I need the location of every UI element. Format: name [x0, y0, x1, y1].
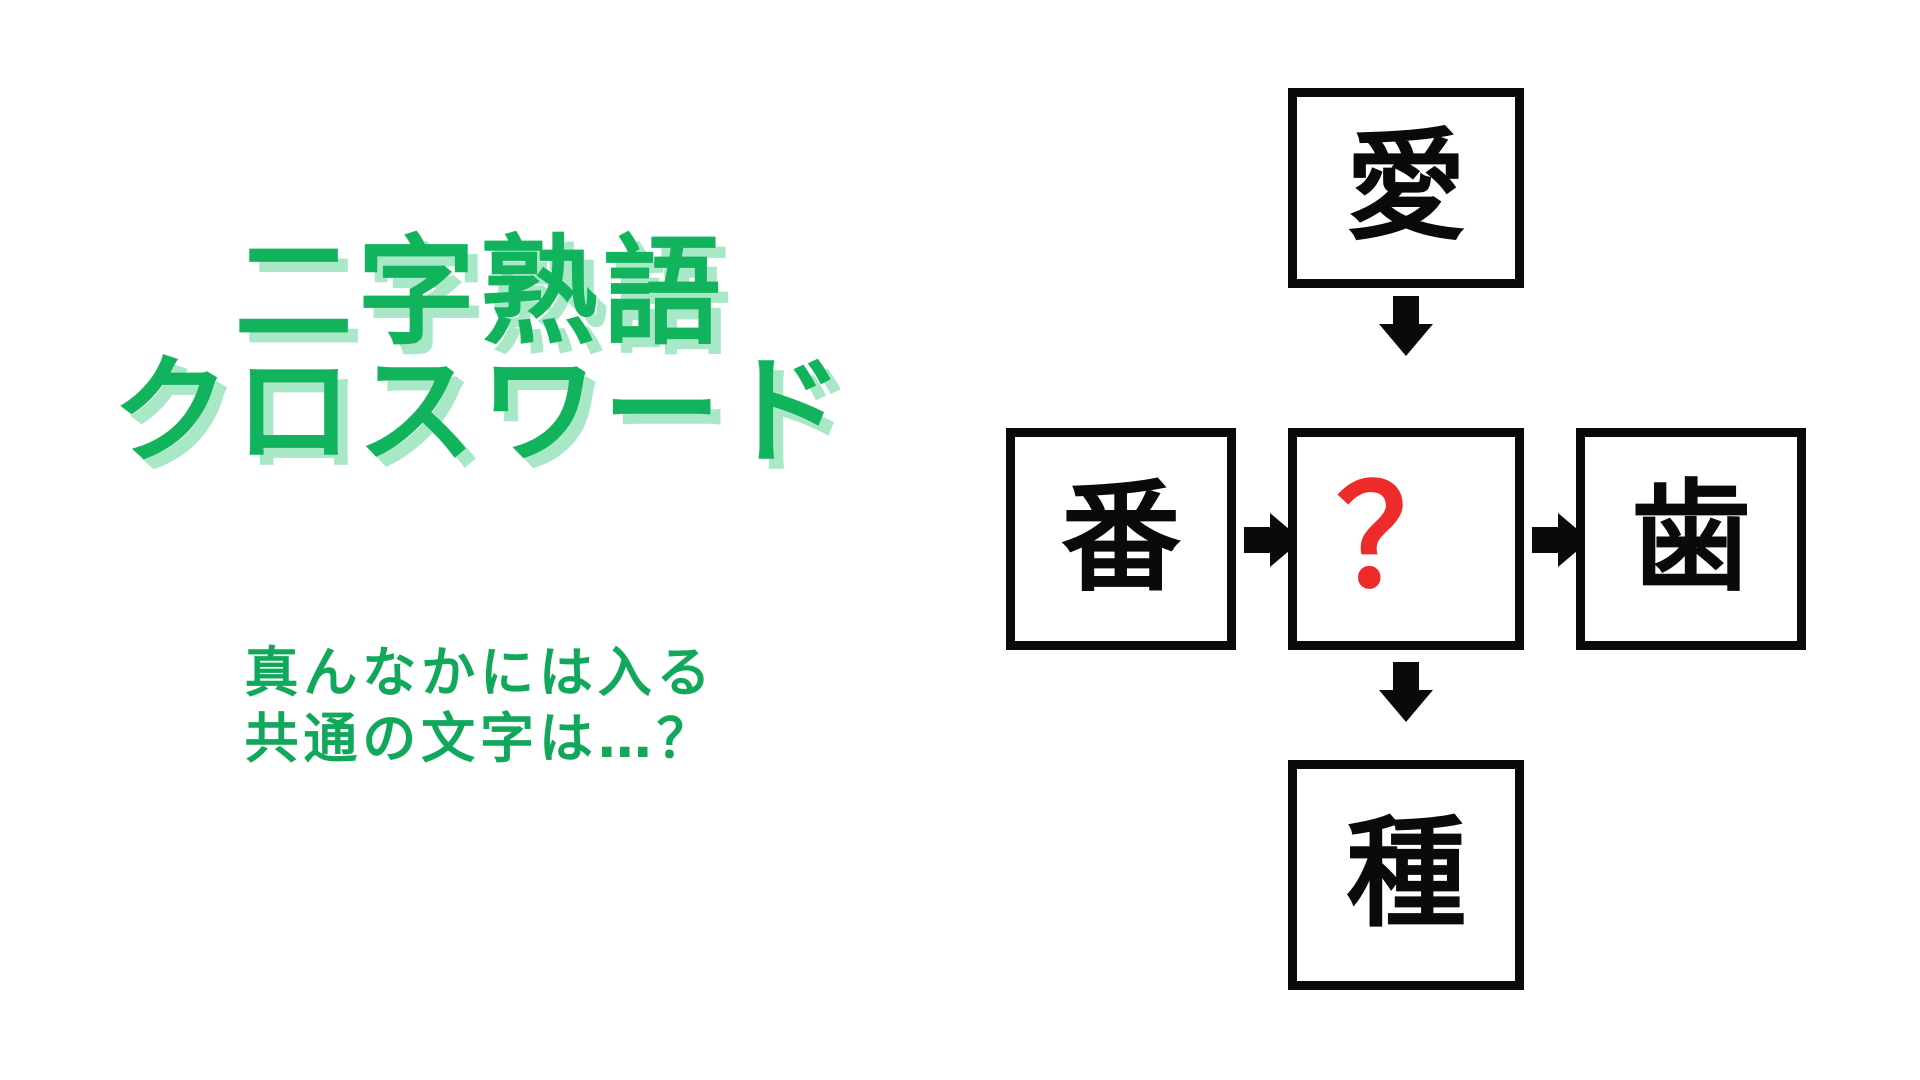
crossword-cell-left[interactable]: 番	[1006, 428, 1236, 650]
arrow-shaft	[1244, 527, 1272, 553]
question-mark-icon: ？	[1335, 457, 1476, 620]
crossword-grid: 愛 番 ？ 歯 種	[960, 0, 1920, 1080]
arrow-head	[1379, 324, 1433, 356]
crossword-cell-center-answer[interactable]: ？	[1288, 428, 1524, 650]
arrow-shaft	[1532, 527, 1560, 553]
crossword-cell-left-glyph: 番	[1061, 469, 1181, 608]
title-block: 二字熟語 クロスワード	[0, 223, 960, 481]
title-line-1: 二字熟語	[234, 223, 726, 361]
subtitle-line-1: 真んなかには入る	[244, 641, 716, 704]
subtitle-block: 真んなかには入る 共通の文字は…？	[0, 640, 960, 772]
arrow-shaft	[1393, 662, 1419, 692]
crossword-cell-right[interactable]: 歯	[1576, 428, 1806, 650]
arrow-head	[1379, 690, 1433, 722]
crossword-cell-bottom-glyph: 種	[1346, 805, 1466, 944]
subtitle-line-2: 共通の文字は…？	[244, 706, 716, 770]
crossword-cell-right-glyph: 歯	[1631, 469, 1751, 608]
crossword-cell-top-glyph: 愛	[1346, 118, 1466, 257]
crossword-cell-top[interactable]: 愛	[1288, 88, 1524, 288]
arrow-shaft	[1393, 296, 1419, 326]
crossword-cell-bottom[interactable]: 種	[1288, 760, 1524, 990]
title-line-2: クロスワード	[111, 342, 849, 481]
